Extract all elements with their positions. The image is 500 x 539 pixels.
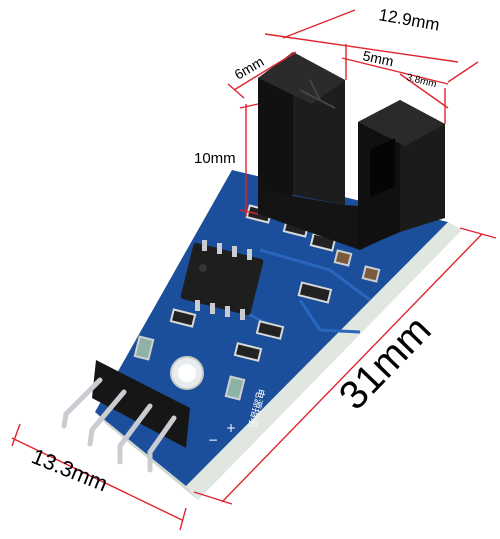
pin [87, 389, 127, 447]
dim-height: 10mm [194, 150, 236, 167]
sensor-base [258, 190, 440, 250]
dim-width-bottom: 13.3mm [28, 443, 111, 496]
slot-sensor [258, 52, 445, 250]
switch-led [133, 335, 155, 361]
dimension-lines [11, 9, 497, 531]
resistor [169, 308, 197, 328]
pin-minus-label: − [208, 433, 218, 447]
capacitor [361, 265, 381, 283]
resistor [233, 342, 263, 362]
header-pins [61, 360, 190, 473]
ic-chip [180, 240, 264, 320]
capacitor [333, 249, 353, 267]
pin [117, 403, 153, 465]
switch-indicator-label: 开关指示 [110, 309, 132, 351]
pin-plus-label: + [226, 421, 236, 435]
pcb-edge [186, 222, 462, 500]
right-arm [358, 100, 445, 250]
pin [147, 415, 177, 473]
resistor [297, 281, 333, 304]
dim-slot-gap: 5mm [361, 47, 395, 69]
resistor [255, 320, 285, 340]
dim-slot-small: 3.8mm [405, 72, 437, 90]
dim-width-top: 12.9mm [377, 5, 441, 34]
power-led [224, 375, 246, 401]
left-arm [258, 52, 345, 214]
pin [61, 377, 103, 429]
pcb-bottom-edge [95, 412, 198, 500]
